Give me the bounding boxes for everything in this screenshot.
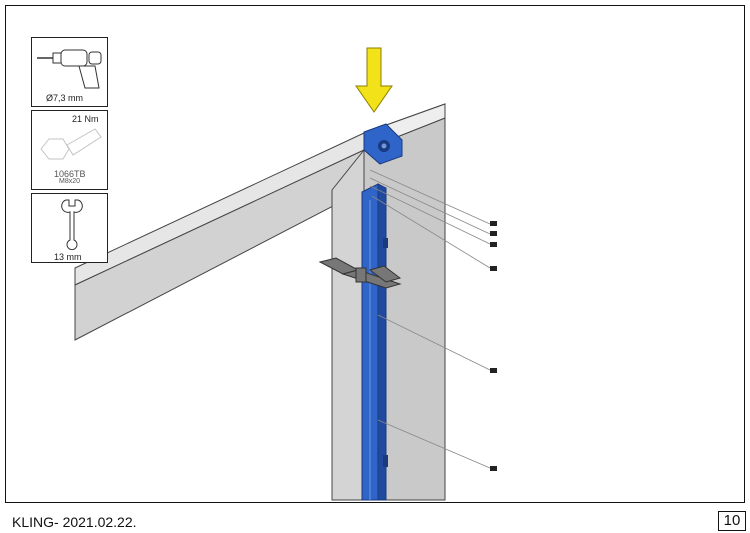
spacer-jig <box>318 257 402 289</box>
footer-date: KLING- 2021.02.22. <box>12 514 137 530</box>
bolt-size: M8x20 <box>59 178 81 185</box>
screw-guide-lines <box>369 169 491 469</box>
bolt-torque: 21 Nm <box>72 114 99 124</box>
screw <box>490 242 497 247</box>
bolt-tool-box: 21 Nm 1066TB M8x20 <box>31 110 108 190</box>
screw <box>490 368 497 373</box>
bolt-code: 1066TB <box>54 169 86 179</box>
blue-rail <box>361 183 388 501</box>
page-number: 10 <box>718 511 746 531</box>
top-bracket <box>363 123 403 165</box>
screw <box>490 231 497 236</box>
drill-tool-box: Ø7,3 mm <box>31 37 108 107</box>
screws <box>490 221 497 471</box>
wrench-size: 13 mm <box>54 252 82 262</box>
page-frame <box>5 5 745 503</box>
screw <box>490 466 497 471</box>
insert-direction-arrow <box>355 47 393 113</box>
screw <box>490 221 497 226</box>
bolt-icon <box>40 128 102 160</box>
drill-bit-size: Ø7,3 mm <box>46 93 84 103</box>
screw <box>490 266 497 271</box>
post-front-face <box>331 148 365 501</box>
drill-icon <box>37 49 102 89</box>
wrench-icon <box>61 199 83 250</box>
beam-front-face <box>74 149 365 341</box>
wrench-tool-box: 13 mm <box>31 193 108 263</box>
